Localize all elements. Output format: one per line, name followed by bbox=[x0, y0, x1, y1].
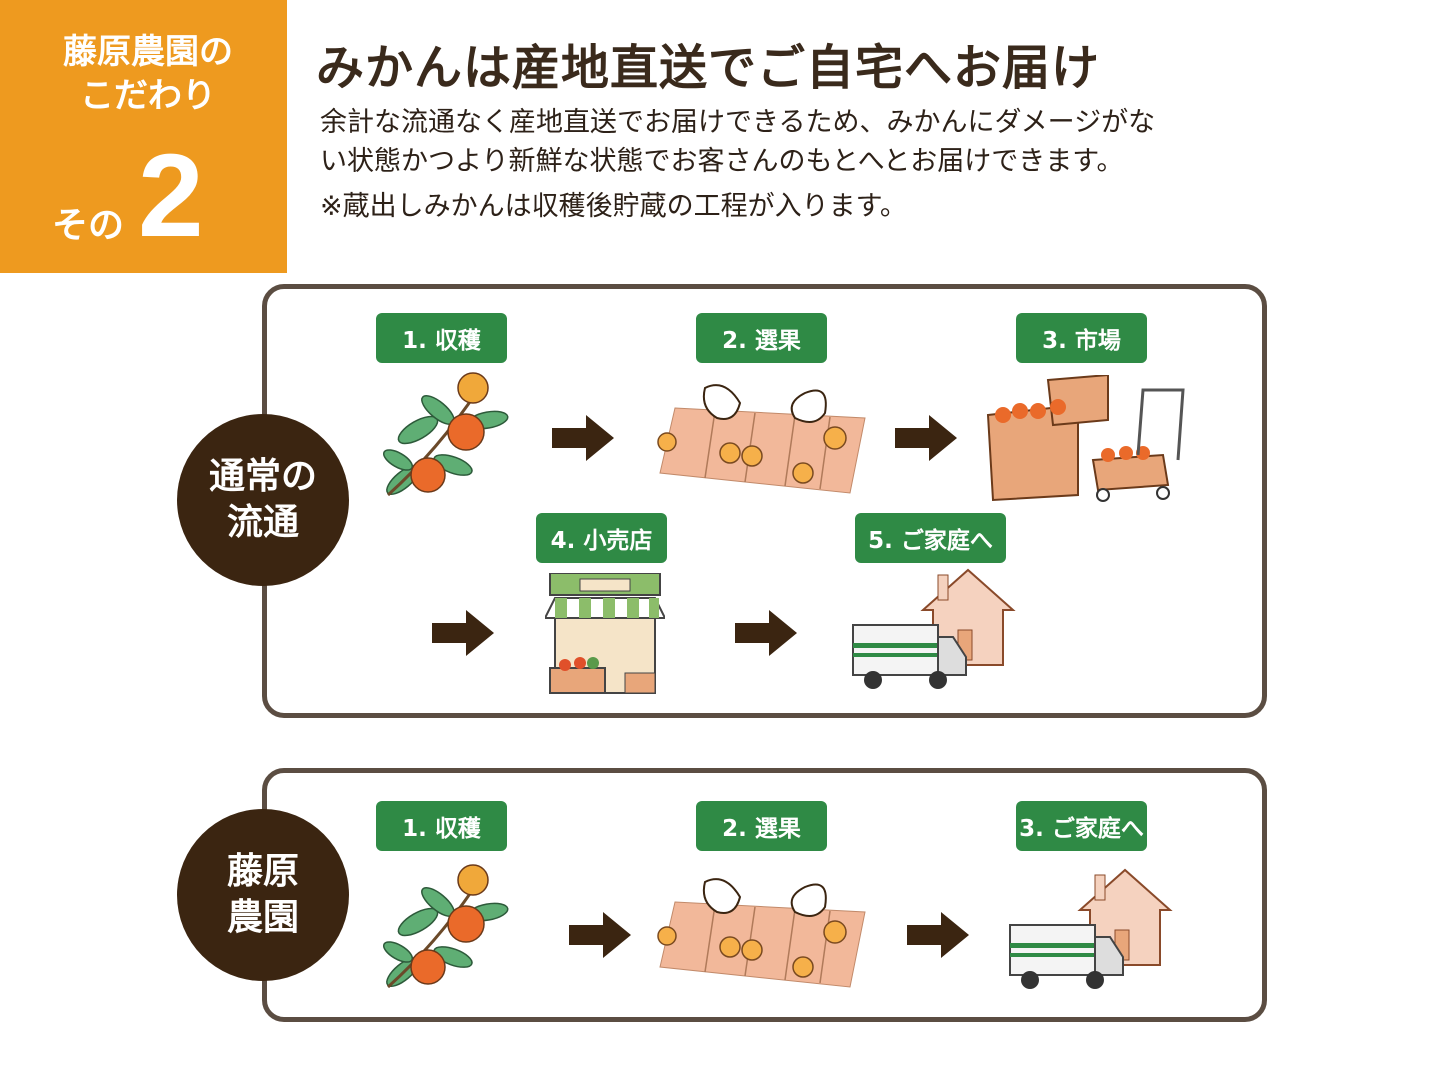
farm-flow-label: 藤原農園 bbox=[177, 809, 349, 981]
step-label-retail: 4. 小売店 bbox=[536, 513, 667, 563]
shop-icon bbox=[545, 573, 665, 698]
description-line: い状態かつより新鮮な状態でお客さんのもとへとお届けできます。 bbox=[320, 146, 1124, 177]
orange-tree-icon bbox=[378, 862, 518, 992]
badge-line1: 藤原農園の bbox=[63, 32, 233, 72]
delivery-truck-home-icon bbox=[1005, 865, 1175, 995]
sorting-icon bbox=[655, 872, 870, 992]
sorting-icon bbox=[655, 378, 870, 498]
badge-heading: 藤原農園の こだわり bbox=[38, 30, 258, 118]
arrow-right-icon bbox=[430, 608, 496, 658]
delivery-truck-home-icon bbox=[848, 565, 1018, 695]
market-icon bbox=[978, 375, 1188, 505]
arrow-right-icon bbox=[567, 910, 633, 960]
badge-number: 2 bbox=[138, 130, 204, 262]
normal-flow-label: 通常の流通 bbox=[177, 414, 349, 586]
description: 余計な流通なく産地直送でお届けできるため、みかんにダメージがな い状態かつより新… bbox=[320, 103, 1420, 226]
badge-sono: その bbox=[52, 205, 125, 246]
arrow-right-icon bbox=[905, 910, 971, 960]
step-label-market: 3. 市場 bbox=[1016, 313, 1147, 363]
description-note: ※蔵出しみかんは収穫後貯蔵の工程が入ります。 bbox=[320, 191, 907, 222]
farm-step-label-sorting: 2. 選果 bbox=[696, 801, 827, 851]
arrow-right-icon bbox=[733, 608, 799, 658]
farm-flow-label-line1: 藤原 bbox=[226, 851, 299, 892]
orange-tree-icon bbox=[378, 370, 518, 500]
step-label-home: 5. ご家庭へ bbox=[855, 513, 1006, 563]
farm-step-label-home: 3. ご家庭へ bbox=[1016, 801, 1147, 851]
normal-flow-label-line2: 流通 bbox=[226, 502, 299, 543]
normal-flow-label-line1: 通常の bbox=[208, 456, 317, 497]
badge-line2: こだわり bbox=[80, 76, 216, 116]
step-label-sorting: 2. 選果 bbox=[696, 313, 827, 363]
page-title: みかんは産地直送でご自宅へお届け bbox=[316, 40, 1101, 96]
step-label-harvest: 1. 収穫 bbox=[376, 313, 507, 363]
description-line: 余計な流通なく産地直送でお届けできるため、みかんにダメージがな bbox=[320, 107, 1156, 138]
farm-step-label-harvest: 1. 収穫 bbox=[376, 801, 507, 851]
arrow-right-icon bbox=[550, 413, 616, 463]
kodawari-badge: 藤原農園の こだわり その 2 bbox=[0, 0, 287, 273]
arrow-right-icon bbox=[893, 413, 959, 463]
farm-flow-label-line2: 農園 bbox=[226, 897, 299, 938]
